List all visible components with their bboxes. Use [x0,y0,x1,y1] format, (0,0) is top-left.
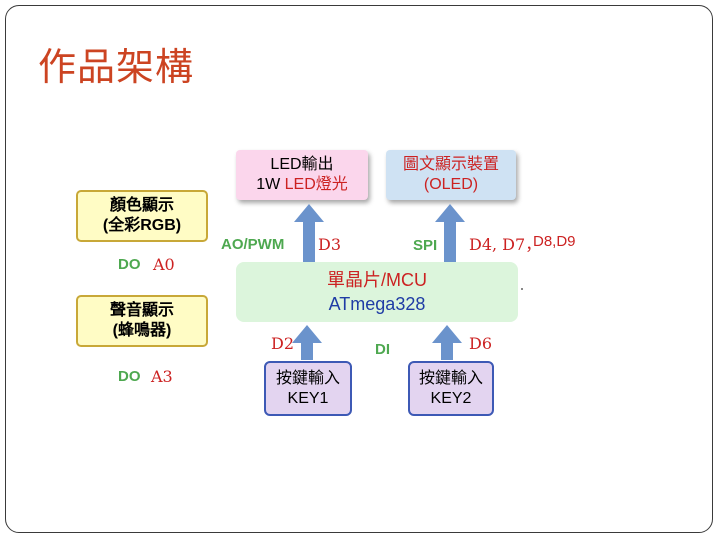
arrow-mcu-to-led [294,204,324,262]
dot-marker [521,288,523,290]
sound-display-box: 聲音顯示 (蜂鳴器) [76,295,208,347]
label-d4-d7: D4, D7， [469,235,542,254]
label-d6: D6 [469,334,493,353]
arrow-key1-to-mcu [292,325,322,360]
led-output-box: LED輸出 1W LED燈光 [236,150,368,200]
arrow-key2-to-mcu [432,325,462,360]
oled-display-subtitle: (OLED) [423,176,479,193]
led-output-power: 1W [256,176,285,193]
color-display-box: 顏色顯示 (全彩RGB) [76,190,208,242]
oled-display-title: 圖文顯示裝置 [402,156,499,173]
key2-title: 按鍵輸入 [418,369,483,387]
label-a0: A0 [153,255,175,274]
sound-display-subtitle: (蜂鳴器) [112,322,172,339]
key1-box: 按鍵輸入 KEY1 [264,361,352,416]
sound-display-title: 聲音顯示 [109,302,174,319]
color-display-title: 顏色顯示 [109,197,174,214]
key1-title: 按鍵輸入 [275,369,340,387]
label-di: DI [375,341,390,358]
label-do-sound: DO [118,368,141,385]
led-output-title: LED輸出 [270,156,334,173]
label-d2: D2 [271,334,295,353]
key2-subtitle: KEY2 [430,389,472,407]
label-ao-pwm: AO/PWM [221,236,285,253]
label-do-color: DO [118,256,141,273]
label-a3: A3 [151,367,173,386]
mcu-subtitle: ATmega328 [328,294,426,314]
label-d3: D3 [318,235,342,254]
led-output-subtitle: 1W LED燈光 [256,175,348,195]
key2-box: 按鍵輸入 KEY2 [408,361,494,416]
color-display-subtitle: (全彩RGB) [102,217,182,234]
label-spi: SPI [413,237,438,254]
oled-display-box: 圖文顯示裝置 (OLED) [386,150,516,200]
label-d8-d9: D8,D9 [533,233,576,250]
mcu-box: 單晶片/MCU ATmega328 [236,262,518,322]
page-title: 作品架構 [38,45,195,89]
arrow-mcu-to-oled [435,204,465,262]
led-output-light: LED燈光 [284,176,348,193]
key1-subtitle: KEY1 [287,389,329,407]
mcu-title: 單晶片/MCU [327,270,427,290]
